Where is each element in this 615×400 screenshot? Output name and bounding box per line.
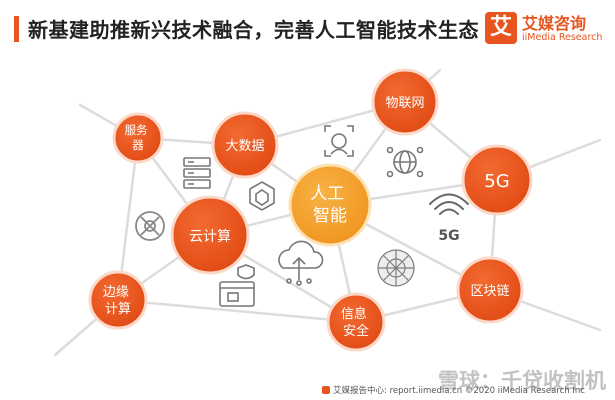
wireless-5g-icon <box>429 193 469 215</box>
node-server-label-2: 器 <box>132 138 144 152</box>
node-server-label-1: 服务 <box>125 123 148 137</box>
footer-source-text: 艾媒报告中心: report.iimedia.cn ©2020 iiMedia … <box>333 386 585 396</box>
footer-logo-icon <box>322 386 330 394</box>
node-blockchain-label: 区块链 <box>470 284 509 299</box>
node-edge-label-1: 边缘 <box>103 285 129 300</box>
node-iot: 物联网 <box>371 68 439 136</box>
server-rack-icon <box>183 157 211 189</box>
logo-name-en: iiMedia Research <box>522 32 603 43</box>
node-bigdata-label: 大数据 <box>225 139 264 154</box>
node-security-label-2: 安全 <box>343 323 369 339</box>
node-5g: 5G <box>461 144 533 216</box>
node-ai-label-2: 智能 <box>313 206 347 226</box>
footer-source: 艾媒报告中心: report.iimedia.cn ©2020 iiMedia … <box>322 384 585 396</box>
network-globe-icon <box>386 146 424 178</box>
node-cloud-label: 云计算 <box>189 229 231 245</box>
title-accent-bar <box>14 16 19 42</box>
node-security: 信息 安全 <box>326 292 386 352</box>
svg-text:人工 智能: 人工 智能 <box>310 184 349 226</box>
node-security-label-1: 信息 <box>341 306 367 322</box>
logo-name-cn: 艾媒咨询 <box>522 14 587 33</box>
node-edge: 边缘 计算 <box>88 270 148 330</box>
geodesic-sphere-icon <box>377 249 415 287</box>
node-cloud: 云计算 <box>170 195 250 275</box>
shield-cross-icon <box>135 211 165 241</box>
node-bigdata: 大数据 <box>211 111 279 179</box>
svg-text:服务 器: 服务 器 <box>125 123 152 152</box>
node-ai-label-1: 人工 <box>310 184 344 204</box>
node-iot-label: 物联网 <box>385 96 424 111</box>
5g-icon-label: 5G <box>438 228 459 244</box>
security-lock-window-icon <box>219 264 255 307</box>
node-5g-label: 5G <box>484 171 509 192</box>
node-ai: 人工 智能 <box>288 163 372 247</box>
link <box>116 298 358 324</box>
watermark-text: 雪球：千贷收割机 <box>438 369 606 393</box>
logo-mark-icon: 艾 <box>485 12 517 44</box>
node-edge-label-2: 计算 <box>105 302 131 317</box>
svg-text:边缘 计算: 边缘 计算 <box>103 285 133 317</box>
svg-text:信息 安全: 信息 安全 <box>341 306 371 339</box>
face-scan-icon <box>324 125 354 157</box>
brand-logo: 艾 艾媒咨询 iiMedia Research <box>485 10 603 50</box>
node-blockchain: 区块链 <box>456 256 524 324</box>
node-server: 服务 器 <box>112 112 164 164</box>
cube-hexagon-icon <box>249 181 275 211</box>
page-title: 新基建助推新兴技术融合，完善人工智能技术生态 <box>28 18 479 42</box>
cloud-upload-icon <box>278 240 324 286</box>
